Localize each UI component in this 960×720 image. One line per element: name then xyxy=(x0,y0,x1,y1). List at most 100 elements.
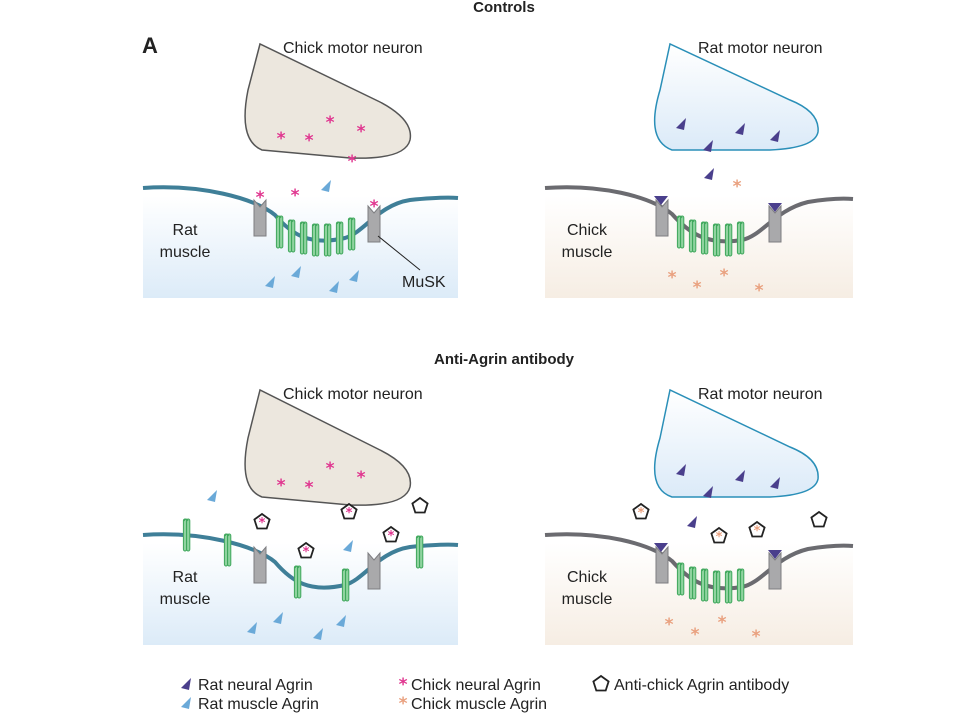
agrin-receptor-dispersed xyxy=(223,533,232,567)
chick-neural-agrin xyxy=(276,476,286,496)
rat-muscle-agrin xyxy=(207,490,217,502)
chick-muscle-agrin xyxy=(751,627,761,647)
legend: Rat neural Agrin Rat muscle Agrin Chick … xyxy=(181,675,789,714)
chick-neural-agrin xyxy=(304,478,314,498)
legend-label: Rat muscle Agrin xyxy=(198,696,319,713)
rat-neural-agrin-icon xyxy=(181,678,191,690)
legend-item-rat-neural-agrin: Rat neural Agrin xyxy=(181,677,313,694)
agrin-receptor-cluster xyxy=(700,568,709,602)
chick-neural-agrin xyxy=(304,131,314,151)
panel-controls-rat-on-chick: Rat motor neuron Chick muscle xyxy=(544,40,854,301)
antibody-bound-chick-agrin xyxy=(382,526,400,545)
chick-muscle-agrin-icon xyxy=(398,694,408,714)
chick-muscle-agrin xyxy=(664,615,674,635)
chick-muscle-agrin xyxy=(717,613,727,633)
muscle-label: muscle xyxy=(160,591,211,608)
legend-item-anti-chick-agrin-antibody: Anti-chick Agrin antibody xyxy=(592,675,789,694)
legend-item-rat-muscle-agrin: Rat muscle Agrin xyxy=(181,696,319,713)
chick-neural-agrin xyxy=(347,152,357,172)
rat-neural-agrin xyxy=(687,516,697,528)
chick-label: Chick xyxy=(567,222,608,239)
agrin-receptor-dispersed xyxy=(341,568,350,602)
chick-neural-agrin-icon xyxy=(398,675,408,695)
rat-motor-neuron-terminal xyxy=(653,388,819,498)
chick-neural-agrin xyxy=(325,113,335,133)
rat-neural-agrin-bound xyxy=(654,543,668,552)
legend-label: Chick muscle Agrin xyxy=(411,696,547,713)
agrin-receptor-cluster xyxy=(724,570,733,604)
chick-muscle-agrin xyxy=(690,625,700,645)
panel-letter: A xyxy=(142,33,158,58)
agrin-receptor-cluster xyxy=(712,570,721,604)
agrin-receptor-cluster xyxy=(700,221,709,255)
muscle-label: muscle xyxy=(160,244,211,261)
agrin-receptor-cluster xyxy=(736,221,745,255)
agrin-receptor-cluster xyxy=(676,215,685,249)
agrin-receptor-cluster xyxy=(275,215,284,249)
panel-antibody-chick-on-rat: Chick motor neuron Rat muscle xyxy=(142,386,459,645)
legend-label: Rat neural Agrin xyxy=(198,677,313,694)
chick-neural-agrin xyxy=(356,468,366,488)
rat-motor-neuron-terminal xyxy=(653,42,819,151)
chick-muscle-agrin xyxy=(719,266,729,286)
chick-motor-neuron-terminal xyxy=(244,388,412,506)
chick-label: Chick xyxy=(567,569,608,586)
agrin-receptor-cluster xyxy=(676,562,685,596)
rat-neural-agrin-bound xyxy=(654,196,668,205)
agrin-receptor-cluster xyxy=(347,217,356,251)
panel-controls-chick-on-rat: Chick motor neuron Rat muscle MuSK xyxy=(142,40,459,298)
agrin-receptor-cluster xyxy=(287,219,296,253)
chick-muscle-agrin xyxy=(667,268,677,288)
antibody-bound-chick-muscle-agrin xyxy=(748,521,766,540)
agrin-receptor-cluster xyxy=(712,223,721,257)
antibody-bound-chick-muscle-agrin xyxy=(632,503,650,522)
chick-neural-agrin xyxy=(290,186,300,206)
chick-muscle-agrin xyxy=(754,281,764,301)
panel-antibody-rat-on-chick: Rat motor neuron Chick muscle xyxy=(544,386,854,647)
rat-label: Rat xyxy=(173,569,198,586)
chick-neural-agrin xyxy=(325,459,335,479)
rat-neural-agrin xyxy=(704,168,714,180)
rat-neural-agrin-bound xyxy=(768,203,782,212)
agrin-receptor-cluster xyxy=(323,223,332,257)
rat-neural-agrin-bound xyxy=(768,550,782,559)
rat-motor-neuron-label: Rat motor neuron xyxy=(698,40,823,57)
chick-muscle-agrin xyxy=(692,278,702,298)
anti-chick-agrin-antibody xyxy=(411,497,429,514)
agrin-receptor-cluster xyxy=(335,221,344,255)
rat-muscle-agrin xyxy=(321,180,331,192)
chick-neural-agrin xyxy=(369,197,379,217)
controls-title: Controls xyxy=(473,0,535,16)
agrin-receptor-dispersed xyxy=(415,535,424,569)
agrin-receptor-cluster xyxy=(688,566,697,600)
musk-pointer-line xyxy=(377,235,421,271)
legend-label: Chick neural Agrin xyxy=(411,677,541,694)
muscle-label: muscle xyxy=(562,591,613,608)
rat-muscle-agrin-icon xyxy=(181,697,191,709)
chick-neural-agrin xyxy=(255,188,265,208)
rat-label: Rat xyxy=(173,222,198,239)
chick-motor-neuron-label: Chick motor neuron xyxy=(283,386,423,403)
antibody-bound-chick-agrin xyxy=(253,513,271,532)
chick-neural-agrin xyxy=(276,129,286,149)
chick-muscle-agrin xyxy=(732,177,742,197)
antibody-bound-chick-agrin xyxy=(340,503,358,522)
rat-motor-neuron-label: Rat motor neuron xyxy=(698,386,823,403)
agrin-receptor-dispersed xyxy=(182,518,191,552)
agrin-receptor-cluster xyxy=(724,223,733,257)
agrin-receptor-cluster xyxy=(688,219,697,253)
agrin-receptor-cluster xyxy=(736,568,745,602)
antibody-pentagon-icon xyxy=(592,675,610,692)
agrin-receptor-dispersed xyxy=(293,565,302,599)
chick-neural-agrin xyxy=(356,122,366,142)
antibody-bound-chick-muscle-agrin xyxy=(710,527,728,546)
muscle-label: muscle xyxy=(562,244,613,261)
antibody-title: Anti-Agrin antibody xyxy=(434,351,575,368)
legend-item-chick-neural-agrin: Chick neural Agrin xyxy=(398,675,541,695)
chick-motor-neuron-terminal xyxy=(244,42,412,159)
rat-muscle-membrane xyxy=(142,185,459,243)
legend-label: Anti-chick Agrin antibody xyxy=(614,677,789,694)
agrin-receptor-cluster xyxy=(299,221,308,255)
musk-label: MuSK xyxy=(402,274,446,291)
